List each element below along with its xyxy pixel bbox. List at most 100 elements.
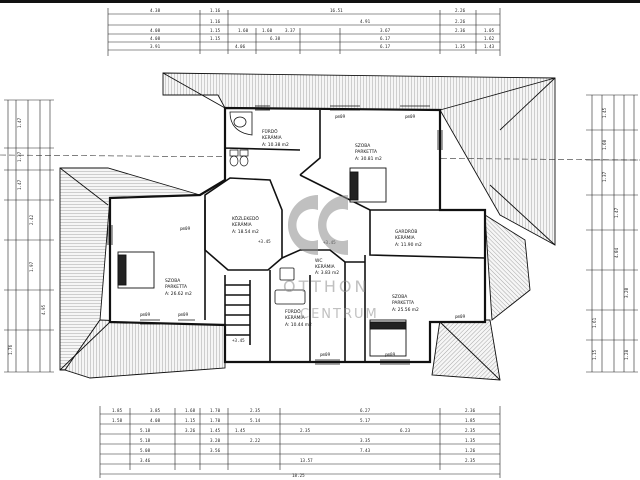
dim-label: 1.15 [592, 349, 597, 360]
dim-label: 1.85 [112, 408, 123, 413]
bed-icon [117, 251, 155, 289]
dim-label: 6.17 [380, 36, 391, 41]
dim-label: 1.37 [602, 171, 607, 182]
top-dimension-labels: 4.38 1.16 16.51 2.26 1.16 4.91 2.26 4.08… [150, 8, 495, 49]
dim-label: 3.91 [150, 44, 161, 49]
dim-label: 6.27 [360, 408, 371, 413]
left-dimension-chains [4, 99, 54, 373]
room-bedroom-right: SZOBA PARKETTA A: 25.56 m2 [392, 294, 419, 313]
room-floor: PARKETTA [165, 284, 187, 290]
door-label: pm09 [140, 312, 151, 317]
dim-label: 5.17 [360, 418, 371, 423]
dim-label: 4.04 [614, 247, 619, 258]
toilet-icon [229, 149, 249, 167]
dim-label: 3.67 [380, 28, 391, 33]
room-floor: KERÁMIA [395, 234, 415, 241]
dim-label: 1.28 [624, 349, 629, 360]
right-dimension-labels: 1.45 1.60 1.37 1.47 4.04 3.20 1.61 1.15 … [592, 107, 629, 360]
dim-label: 2.42 [29, 214, 34, 225]
dim-label: 1.15 [210, 28, 221, 33]
dim-label: 16.51 [330, 8, 343, 13]
dim-label: 1.60 [602, 139, 607, 150]
dim-label: 2.35 [250, 408, 261, 413]
dim-label: 1.16 [210, 8, 221, 13]
watermark-text: OTTHON [283, 277, 369, 296]
room-area: A: 10.38 m2 [262, 142, 289, 148]
left-dimension-labels: 1.47 1.37 1.47 2.42 1.97 4.95 1.76 [8, 117, 46, 355]
dim-label: 1.47 [614, 207, 619, 218]
door-label: pm09 [385, 352, 396, 357]
room-area: A: 18.54 m2 [232, 229, 259, 235]
room-bath: FÜRDŐ KERÁMIA A: 10.38 m2 [262, 128, 289, 148]
dim-label: 1.70 [210, 408, 221, 413]
dim-label: 1.26 [465, 448, 476, 453]
dim-label: 1.60 [262, 28, 273, 33]
dim-label: 1.37 [17, 151, 22, 162]
dim-label: 1.45 [602, 107, 607, 118]
dim-label: 3.20 [624, 287, 629, 298]
dim-label: 2.22 [250, 438, 261, 443]
dim-label: 6.38 [270, 36, 281, 41]
room-area: A: 25.56 m2 [392, 307, 419, 313]
dim-label: 2.36 [455, 28, 466, 33]
room-bedroom-top: SZOBA PARKETTA A: 30.81 m2 [355, 143, 382, 162]
dim-label: 6.23 [400, 428, 411, 433]
bed-icon [369, 319, 407, 357]
room-wc: WC KERÁMIA A: 3.83 m2 [315, 258, 339, 276]
roof-eaves [59, 72, 556, 381]
dim-label: 3.26 [185, 428, 196, 433]
dim-label: 13.57 [300, 458, 313, 463]
dim-label: 1.47 [17, 179, 22, 190]
room-floor: KERÁMIA [262, 134, 282, 141]
dim-label: 4.95 [41, 304, 46, 315]
dim-label: 1.60 [238, 28, 249, 33]
dim-label: 4.91 [360, 19, 371, 24]
dim-label: 5.14 [250, 418, 261, 423]
dim-label: 1.05 [484, 28, 495, 33]
room-hall: KÖZLEKEDŐ KERÁMIA A: 18.54 m2 [232, 215, 259, 235]
room-name: SZOBA [165, 278, 180, 284]
dim-label-total: 18.25 [292, 473, 305, 478]
room-area: A: 3.83 m2 [315, 270, 339, 276]
window-marks [107, 105, 443, 365]
room-name: GARDRÓB [395, 228, 417, 235]
door-label: pm09 [335, 114, 346, 119]
bottom-dimension-chains [99, 406, 501, 478]
dim-label: 3.35 [360, 438, 371, 443]
dim-label: 1.62 [484, 36, 495, 41]
room-floor: KERÁMIA [315, 263, 335, 270]
door-label: pm09 [405, 114, 416, 119]
door-label: pm09 [178, 312, 189, 317]
bathtub-icon [274, 267, 306, 305]
bottom-dimension-labels: 1.85 3.85 1.68 1.70 2.35 6.27 2.36 1.58 … [112, 408, 476, 478]
room-name: KÖZLEKEDŐ [232, 215, 259, 222]
dim-label: 4.08 [150, 28, 161, 33]
room-area: A: 30.81 m2 [355, 156, 382, 162]
dim-label: 6.17 [380, 44, 391, 49]
top-dimension-chains [107, 8, 501, 56]
watermark-text: CENTRUM [300, 307, 379, 322]
dim-label: 4.08 [150, 418, 161, 423]
dim-label: 5.18 [140, 438, 151, 443]
dim-label: 2.35 [300, 428, 311, 433]
room-bedroom-left: SZOBA PARKETTA A: 26.62 m2 [165, 278, 192, 297]
dim-label: 1.35 [455, 44, 466, 49]
door-label: pm09 [320, 352, 331, 357]
door-label: pm09 [180, 226, 191, 231]
dim-label: 4.08 [150, 36, 161, 41]
dim-label: 4.38 [150, 8, 161, 13]
room-area: A: 26.62 m2 [165, 291, 192, 297]
level-mark: +3.45 [258, 239, 271, 244]
dim-label: 1.35 [465, 438, 476, 443]
dim-label: 3.46 [140, 458, 151, 463]
dim-label: 3.20 [210, 438, 221, 443]
dim-label: 1.47 [17, 117, 22, 128]
dim-label: 7.43 [360, 448, 371, 453]
dim-label: 1.15 [185, 418, 196, 423]
dim-label: 1.97 [29, 261, 34, 272]
dim-label: 1.68 [185, 408, 196, 413]
dim-label: 2.36 [465, 408, 476, 413]
dim-label: 3.85 [150, 408, 161, 413]
dim-label: 2.35 [465, 458, 476, 463]
